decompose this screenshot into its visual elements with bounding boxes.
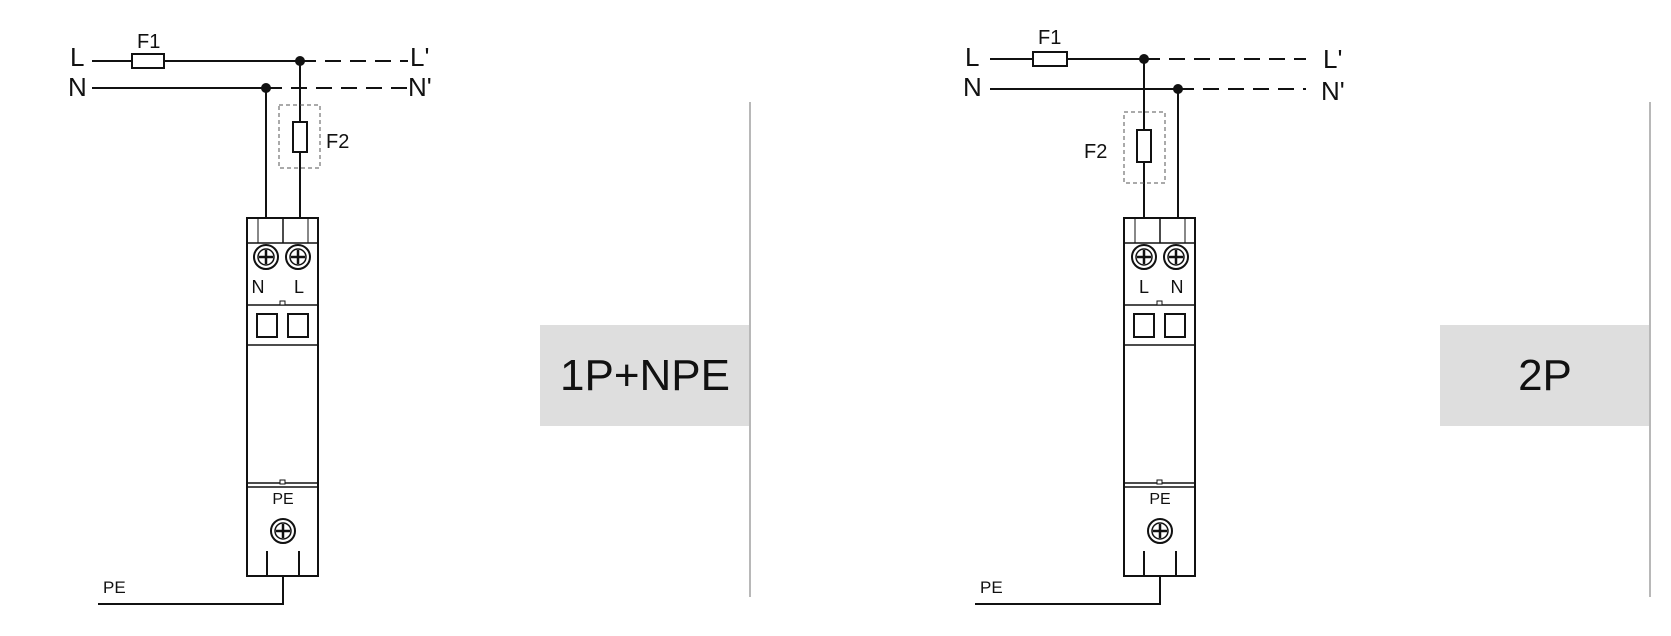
fuse-F1-label: F1 [1038, 27, 1061, 49]
wire-PE [98, 576, 284, 605]
surge-protector-module [1123, 217, 1196, 577]
terminal-label-right: N [1171, 277, 1184, 297]
fuse-F1-label: F1 [137, 31, 160, 53]
line-L-out-label: L' [410, 42, 429, 72]
divider-left [749, 102, 751, 597]
fuse-F2-label: F2 [1084, 141, 1107, 163]
surge-protector-module [246, 217, 319, 577]
pe-wire-label: PE [103, 578, 126, 597]
fuse-F2-enclosure [278, 104, 321, 169]
terminal-screw-right-icon [1162, 243, 1190, 271]
config-label-2p: 2P [1440, 325, 1650, 426]
line-N-label: N [68, 72, 87, 102]
fuse-F2-symbol [292, 121, 308, 153]
pe-terminal-label: PE [272, 491, 293, 508]
line-N-out-label: N' [408, 72, 432, 102]
fuse-F1-symbol [1032, 51, 1068, 67]
pe-terminal-label: PE [1149, 491, 1170, 508]
line-L-label: L [965, 42, 979, 72]
terminal-label-left: N [252, 277, 265, 297]
terminal-label-left: L [1139, 277, 1149, 297]
diagram-1p-npe: L N L' N' F1 F2 [68, 31, 432, 605]
status-window-left [1133, 313, 1155, 338]
fuse-F2-label: F2 [326, 131, 349, 153]
pe-terminal-screw-icon [1146, 517, 1174, 545]
line-L-out-label: L' [1323, 44, 1342, 74]
pe-terminal-screw-icon [269, 517, 297, 545]
line-N-out-label: N' [1321, 76, 1345, 106]
wire-PE [975, 576, 1161, 605]
status-window-right [1164, 313, 1186, 338]
terminal-screw-right-icon [284, 243, 312, 271]
terminal-screw-left-icon [1130, 243, 1158, 271]
terminal-screw-left-icon [252, 243, 280, 271]
terminal-label-right: L [294, 277, 304, 297]
line-N-label: N [963, 72, 982, 102]
status-window-left [256, 313, 278, 338]
fuse-F2-symbol [1136, 129, 1152, 163]
line-L-label: L [70, 42, 84, 72]
fuse-F1-symbol [131, 53, 165, 69]
status-window-right [287, 313, 309, 338]
config-label-1p-npe: 1P+NPE [540, 325, 750, 426]
diagram-2p: L N L' N' F1 F2 [963, 27, 1345, 605]
divider-right [1649, 102, 1651, 597]
pe-wire-label: PE [980, 578, 1003, 597]
